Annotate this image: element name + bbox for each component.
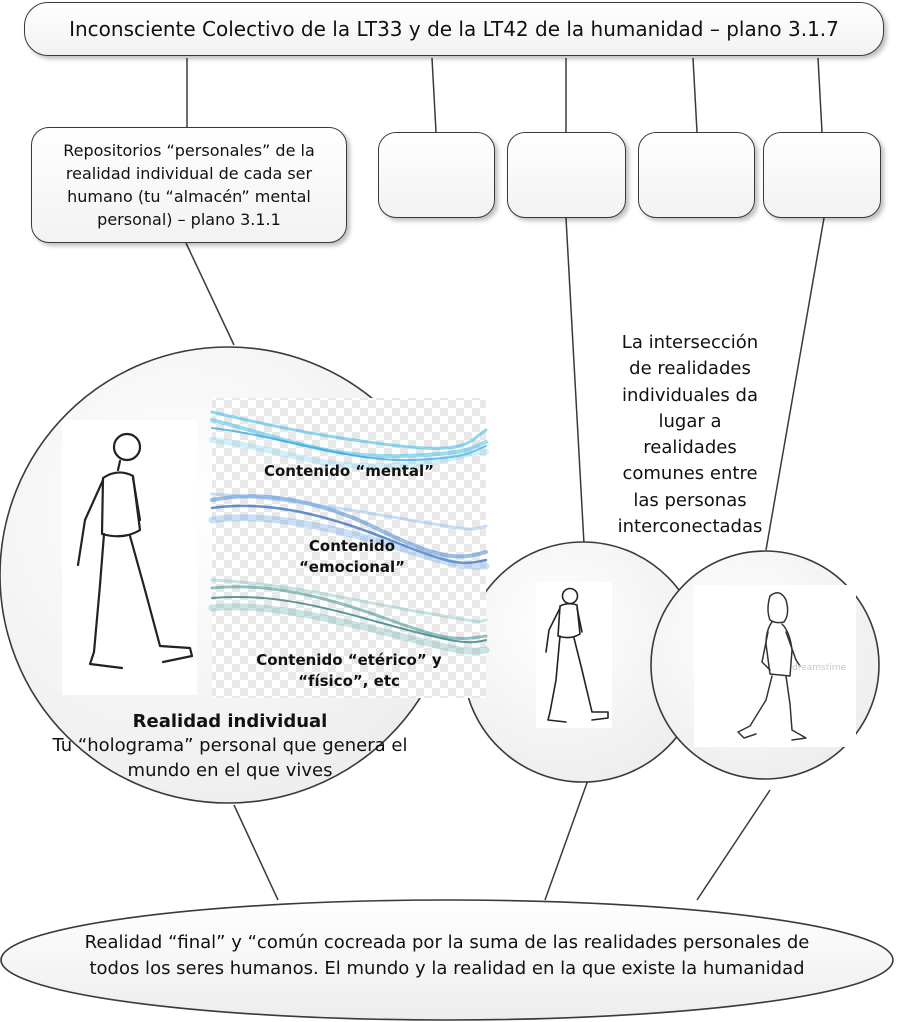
walking-man-icon <box>62 420 197 695</box>
empty-box-2 <box>507 132 626 218</box>
individual-reality-line2: mundo en el que vives <box>127 759 333 781</box>
connector-box4-to-small-circle <box>765 217 825 551</box>
intersection-text: La intersección de realidades individual… <box>600 330 780 540</box>
final-reality-text: Realidad “final” y “común cocreada por l… <box>40 930 854 982</box>
intersection-line: de realidades <box>629 358 751 380</box>
collective-unconscious-label: Inconsciente Colectivo de la LT33 y de l… <box>69 17 839 41</box>
empty-box-4 <box>763 132 881 218</box>
intersection-line: interconectadas <box>617 515 763 537</box>
wave-emocional <box>208 492 490 570</box>
wave-image <box>208 398 490 698</box>
empty-box-3 <box>638 132 755 218</box>
individual-reality-title: Realidad individual <box>132 711 328 732</box>
wave-label-emocional-line1: Contenido <box>308 537 396 555</box>
connector-small2-to-ellipse <box>696 789 771 901</box>
wave-eterico <box>208 578 490 655</box>
wave-mental <box>209 410 489 470</box>
connector-top-to-box4 <box>817 57 823 133</box>
final-reality-line2: todos los seres humanos. El mundo y la r… <box>89 958 805 980</box>
individual-reality-text: Realidad individual Tu “holograma” perso… <box>20 710 440 783</box>
repo-line-3: humano (tu “almacén” mental <box>67 187 311 206</box>
connector-circle-to-ellipse <box>233 804 279 901</box>
wave-label-emocional-line2: “emocional” <box>298 558 406 576</box>
connector-top-to-box1 <box>431 57 437 133</box>
intersection-line: realidades <box>643 437 737 459</box>
walking-man-small-icon <box>536 582 612 728</box>
repo-line-4: personal) – plano 3.1.1 <box>97 210 281 230</box>
wave-label-eterico: Contenido “etérico” y “físico”, etc <box>212 650 486 692</box>
intersection-line: individuales da <box>622 384 758 406</box>
intersection-line: comunes entre <box>622 463 758 485</box>
individual-reality-line1: Tu “holograma” personal que genera el <box>52 735 408 757</box>
collective-unconscious-box: Inconsciente Colectivo de la LT33 y de l… <box>24 2 884 56</box>
wave-label-mental: Contenido “mental” <box>263 462 435 480</box>
bottom-ellipse <box>0 899 894 1021</box>
intersection-line: lugar a <box>658 410 722 432</box>
wave-label-eterico-line1: Contenido “etérico” y <box>256 651 442 669</box>
connector-box2-to-small-circle <box>565 217 585 545</box>
svg-text:dreamstime: dreamstime <box>792 663 847 673</box>
connector-lines <box>185 57 825 901</box>
connector-repo-to-circle <box>185 242 235 346</box>
wave-label-emocional: Contenido “emocional” <box>232 536 472 578</box>
wave-label-eterico-line2: “físico”, etc <box>298 672 400 690</box>
repo-line-2: realidad individual de cada ser <box>65 163 313 183</box>
intersection-line: las personas <box>633 489 747 511</box>
repo-line-1: Repositorios “personales” de la <box>63 140 315 160</box>
connector-top-to-box3 <box>692 57 698 133</box>
connector-small1-to-ellipse <box>544 779 589 901</box>
intersection-line: La intersección <box>621 332 759 353</box>
empty-box-1 <box>378 132 495 218</box>
walking-woman-icon: dreamstime <box>694 585 856 747</box>
final-reality-line1: Realidad “final” y “común cocreada por l… <box>84 932 810 953</box>
personal-repositories-box: Repositorios “personales” de la realidad… <box>31 127 347 243</box>
